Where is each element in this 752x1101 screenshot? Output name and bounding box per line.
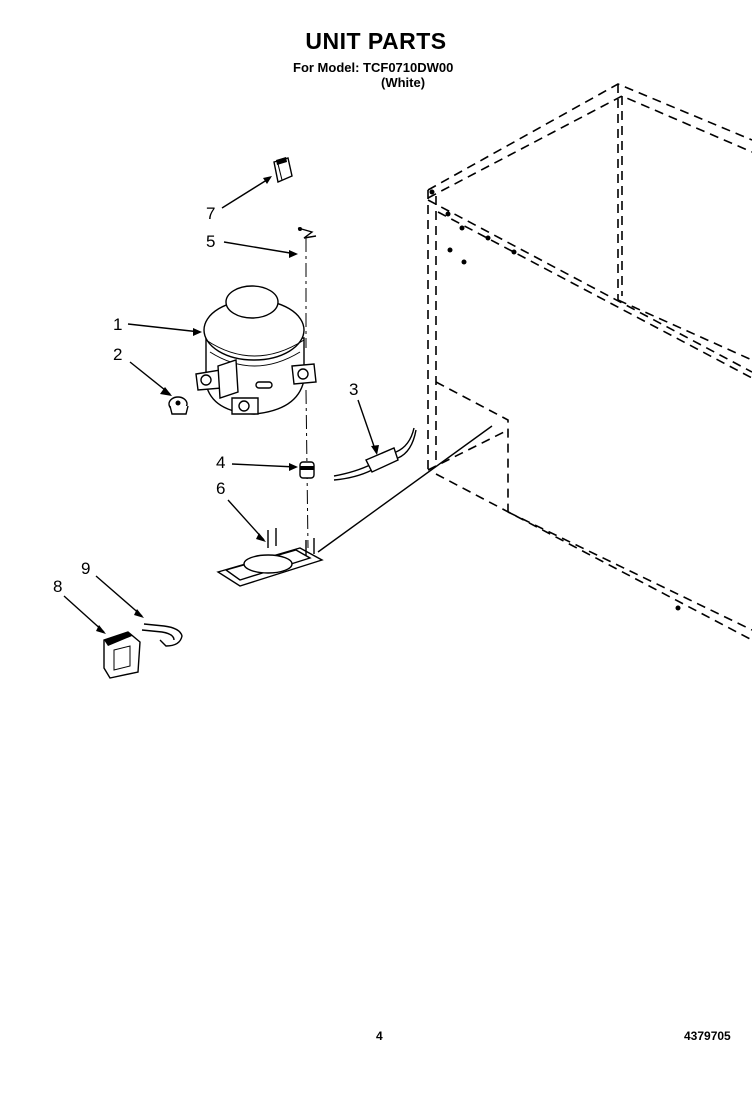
cabinet-outline — [427, 83, 752, 641]
callout-5: 5 — [206, 232, 216, 251]
callout-3: 3 — [349, 380, 359, 399]
part-3-sensor — [333, 427, 417, 481]
document-number: 4379705 — [684, 1029, 731, 1043]
callout-leaders — [63, 176, 379, 634]
part-4-grommet — [299, 461, 315, 479]
callout-8: 8 — [53, 577, 63, 596]
page-title: UNIT PARTS — [305, 28, 447, 54]
callout-1: 1 — [113, 315, 123, 334]
callout-2: 2 — [113, 345, 123, 364]
part-2-grommet — [168, 396, 189, 415]
part-6-base-plate — [216, 528, 324, 587]
model-number: For Model: TCF0710DW00 — [293, 60, 454, 75]
model-color: (White) — [381, 75, 426, 90]
page-number: 4 — [376, 1029, 383, 1043]
callout-7: 7 — [206, 204, 216, 223]
part-1-compressor — [195, 285, 317, 415]
assembly-centerline — [305, 238, 309, 549]
callout-9: 9 — [81, 559, 91, 578]
part-8-terminal-cover — [103, 631, 141, 679]
mounting-line — [317, 425, 493, 553]
part-9-wire-clip — [141, 623, 183, 647]
callout-6: 6 — [216, 479, 226, 498]
callout-4: 4 — [216, 453, 226, 472]
part-5-clip — [297, 227, 317, 239]
part-7-relay — [273, 157, 293, 183]
